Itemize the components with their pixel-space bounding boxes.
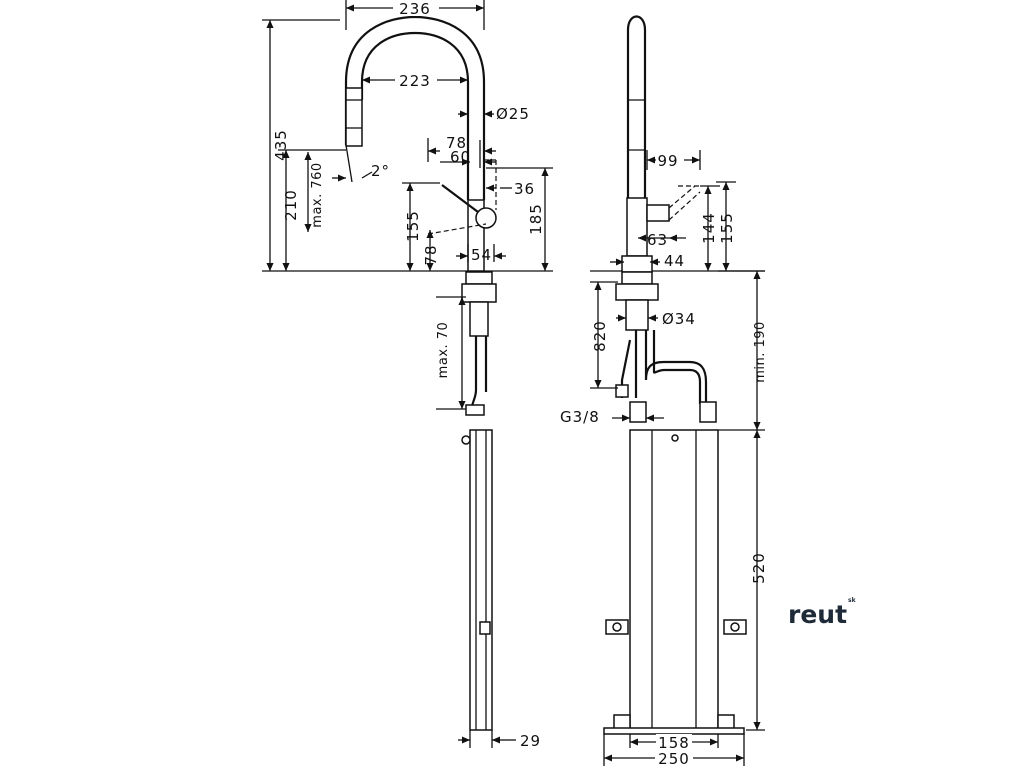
dim-label-36: 36	[514, 180, 535, 198]
dim-label-29: 29	[520, 732, 541, 750]
dim-label-54: 54	[471, 246, 492, 264]
dim-label-158: 158	[658, 734, 690, 752]
dim-label-max760: max. 760	[310, 162, 325, 227]
front-view: 236 223 435 210 max. 760 2° Ø25 78 6	[262, 0, 553, 750]
mount-nut	[465, 271, 493, 285]
dim-label-820: 820	[591, 320, 609, 352]
logo-suffix: sk	[848, 596, 856, 604]
mount-nut-side	[615, 283, 659, 301]
faucet-body-side	[626, 197, 648, 257]
dim-label-435: 435	[272, 129, 290, 161]
brand-logo: reutsk	[788, 596, 856, 629]
dim-label-max70: max. 70	[436, 322, 451, 379]
dim-label-78-side: 78	[422, 244, 440, 265]
hose-side-3	[644, 330, 708, 404]
lever-side	[646, 204, 670, 222]
hose-left	[470, 336, 478, 409]
dim-label-250: 250	[658, 750, 690, 768]
weight-box-front	[469, 429, 493, 731]
spout-outer	[344, 15, 486, 200]
dim-label-520: 520	[750, 552, 768, 584]
spout-column	[626, 15, 647, 200]
dim-label-d34: Ø34	[662, 310, 696, 328]
dim-label-2deg: 2°	[371, 162, 390, 180]
dim-label-99: 99	[657, 152, 678, 170]
dim-label-78-top: 78	[446, 134, 467, 152]
dim-label-155: 155	[404, 210, 422, 242]
dim-label-60: 60	[450, 148, 471, 166]
dim-label-236: 236	[399, 0, 431, 18]
logo-text: reut	[788, 600, 848, 629]
spray-head	[345, 87, 363, 147]
shank	[469, 301, 489, 337]
dim-label-185: 185	[527, 203, 545, 235]
dim-label-44: 44	[664, 252, 685, 270]
dim-label-d25: Ø25	[496, 105, 530, 123]
dim-label-63: 63	[647, 231, 668, 249]
dim-label-min190: min. 190	[753, 321, 768, 383]
spout-inner	[360, 31, 470, 200]
lever-hub	[475, 207, 497, 229]
dim-label-210: 210	[282, 189, 300, 221]
dim-label-144: 144	[700, 212, 718, 244]
side-view: 99 63 144 155 44 820 Ø34 G3/8	[560, 15, 768, 768]
weight-box-side	[629, 429, 719, 731]
dim-label-g38: G3/8	[560, 408, 600, 426]
dim-label-155-side: 155	[718, 212, 736, 244]
dim-label-223: 223	[399, 72, 431, 90]
